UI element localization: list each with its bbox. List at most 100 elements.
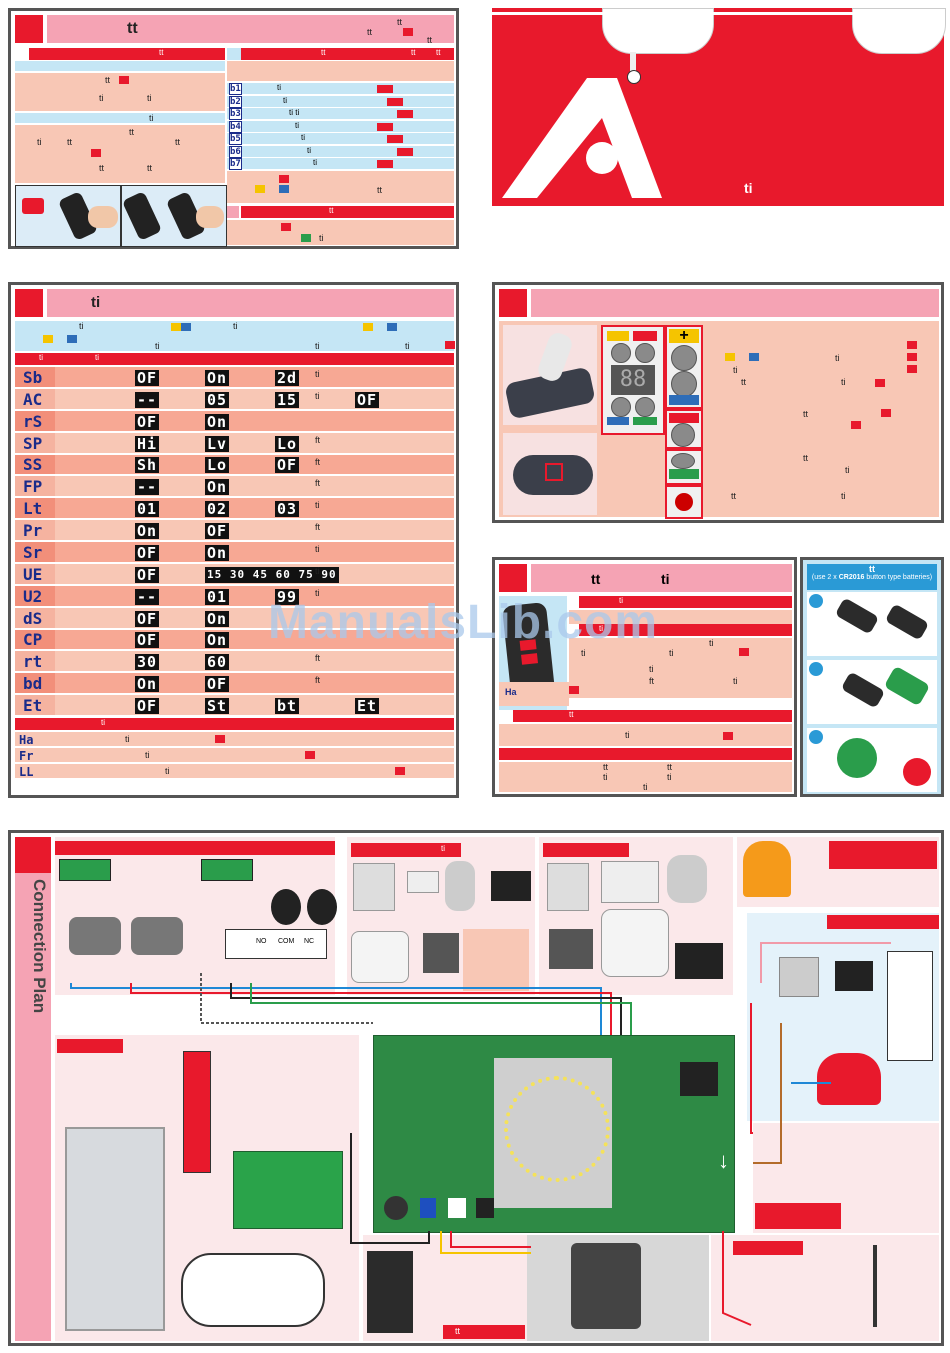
setting-value: OF [205,522,230,541]
setting-value: OF [135,412,160,431]
battery-panel: tt (use 2 x CR2016 button type batteries… [800,557,944,797]
setting-value: Et [355,697,380,716]
setting-code: AC [23,389,43,409]
setting-note: ft [315,675,321,686]
battery-step-3 [807,728,937,792]
setting-value: OF [135,609,160,628]
code-row: b2 ti [227,95,454,108]
setting-row: SS Sh Lo OF ft [15,454,454,476]
setting-value: On [205,609,230,628]
setting-value: Sh [135,456,160,475]
battery-step-2 [807,660,937,724]
setting-code: rt [23,652,43,672]
setting-note: ft [315,653,321,664]
setting-value: Lo [275,434,300,453]
wiring [70,942,891,1326]
setting-note: ft [315,522,321,533]
setting-value: OF [135,565,160,584]
setting-value: 03 [275,500,300,519]
footer-code: LL [19,765,34,779]
footer-code: Ha [19,733,34,747]
code-label: b5 [229,133,242,145]
footer-text: ti [125,734,130,744]
code-text: ti [283,95,287,105]
setting-code: Sr [23,542,43,562]
setting-value: Lo [205,456,230,475]
setting-note: ft [315,434,321,445]
limit-switch [183,1051,211,1173]
code-row: b7 ti [227,158,454,170]
code-label: b2 [229,95,242,108]
setting-note: ti [315,544,320,554]
stop-button[interactable] [665,409,703,449]
setting-code: Sb [23,367,43,387]
setting-value: OF [135,631,160,650]
code-label: b1 [229,83,242,95]
setting-value: OF [275,456,300,475]
battery-step-1 [807,592,937,656]
footer-row: Ha ti [15,732,454,747]
setting-value: 15 [275,390,300,409]
setting-code: CP [23,630,43,650]
connection-plan-panel: Connection Plan NO COM NC ti [8,830,944,1346]
cover-panel: ti [492,8,946,206]
footer-text: ti [165,766,170,776]
settings-panel-top: tt tt tt tt tt tt ti ti ti tt ti tt tt t… [8,8,459,249]
control-pcb: ↓ [373,1035,735,1233]
setting-value: 15 30 45 60 75 90 [205,566,339,583]
up-down-buttons: + [665,325,703,409]
code-label: b7 [229,158,242,170]
setting-value: 05 [205,390,230,409]
setting-value: -- [135,478,160,497]
setting-row: bd On OF ft [15,673,454,695]
code-text: ti [313,158,317,167]
confirm-button[interactable] [665,449,703,485]
setting-value: 30 [135,653,160,672]
motor-unit-image [503,325,597,425]
opener-motor-image [602,8,714,54]
code-row: b5 ti [227,133,454,145]
setting-code: UE [23,564,43,584]
setting-note: ft [315,456,321,467]
code-label: b6 [229,145,242,158]
left-bar: tt [29,48,225,60]
setting-value: 01 [205,587,230,606]
table-title: ti [91,294,101,311]
control-board: 88 [601,325,665,435]
setting-row: rt 30 60 ft [15,651,454,673]
setting-value: -- [135,587,160,606]
setting-value: St [205,697,230,716]
setting-note: ti [315,369,320,379]
motor-cover-image [503,433,597,515]
setting-value: OF [205,675,230,694]
setting-code: bd [23,674,43,694]
setting-code: SS [23,455,43,475]
setting-note: ti [315,390,320,401]
warning-lamp-orange [743,841,791,897]
setting-value: 60 [205,653,230,672]
panel-title: tt [127,20,138,37]
setting-code: Pr [23,521,43,541]
setting-code: FP [23,477,43,497]
code-text: ti [301,133,305,142]
footer-row: LL ti [15,764,454,779]
setting-value: Hi [135,434,160,453]
relay-terminal: NO COM NC [225,929,327,959]
setting-value: 99 [275,587,300,606]
setting-note: ti [315,500,320,511]
opener-motor-image [852,8,946,54]
setting-value: On [135,675,160,694]
